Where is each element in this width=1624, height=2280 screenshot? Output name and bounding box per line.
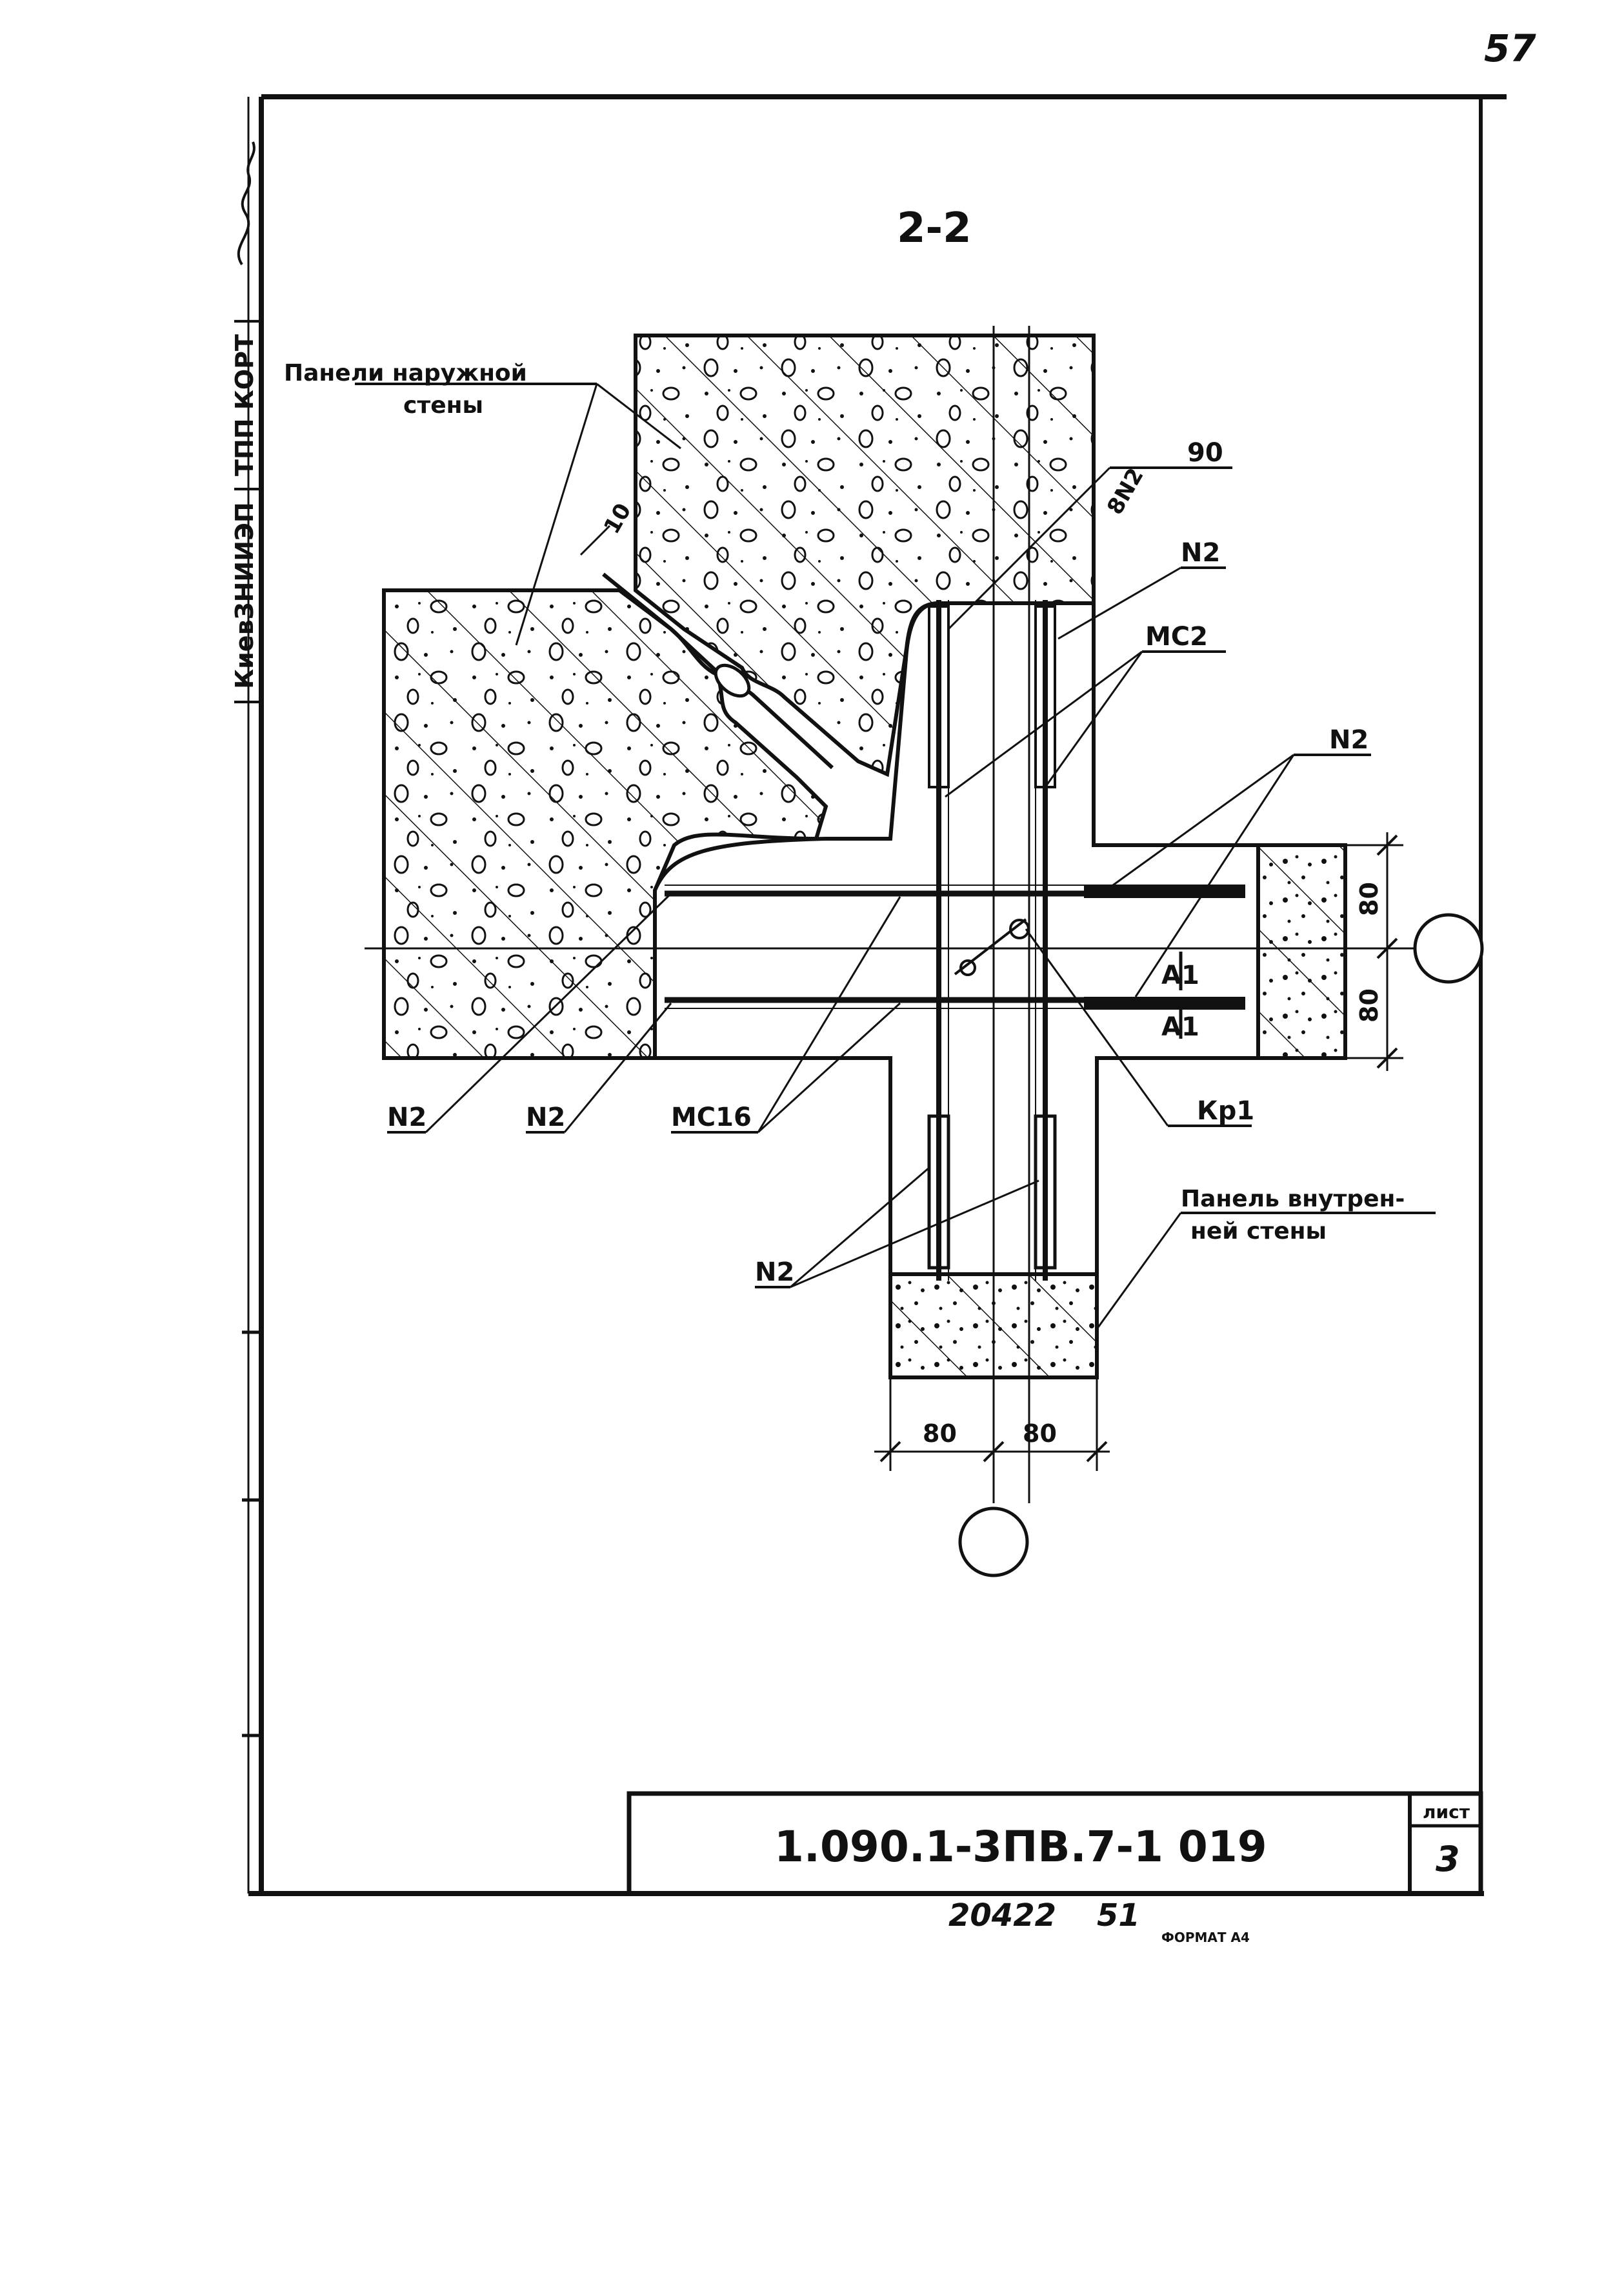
label-inner-panel-2: ней стены — [1190, 1218, 1327, 1245]
sheet-label: лист — [1423, 1801, 1470, 1823]
page-number: 57 — [1484, 26, 1536, 70]
label-mc2: МС2 — [1145, 622, 1208, 652]
right-panel-fragment — [1256, 843, 1347, 1060]
axis-marker-right — [1413, 913, 1484, 984]
label-outer-panels-2: стены — [403, 392, 483, 419]
label-gap: 10 — [599, 499, 636, 539]
axis-lines — [365, 326, 1419, 1503]
dimension-right-bottom: 80 — [1355, 988, 1383, 1023]
label-n2-right: N2 — [1329, 725, 1368, 755]
label-inner-panel-1: Панель внутрен- — [1181, 1186, 1405, 1212]
dimension-right-top: 80 — [1355, 882, 1383, 916]
label-a1-bottom: А1 — [1161, 1012, 1199, 1042]
label-mc16: МС16 — [671, 1103, 752, 1132]
dimension-bottom-right: 80 — [1023, 1419, 1057, 1448]
monolithic-joint — [653, 601, 1260, 1276]
dimension-lines — [874, 832, 1403, 1471]
label-angle-value: 90 — [1187, 438, 1223, 468]
archive-number: 20422 — [948, 1897, 1056, 1934]
outer-wall-panel-upper — [634, 334, 1096, 777]
label-outer-panels-1: Панели наружной — [284, 360, 527, 386]
archive-number-2: 51 — [1097, 1897, 1140, 1934]
label-a1-top: А1 — [1161, 961, 1199, 990]
sheet-number: 3 — [1436, 1839, 1460, 1879]
label-kr1: Кр1 — [1197, 1096, 1254, 1126]
label-angle-tag: 8N2 — [1102, 464, 1149, 519]
section-title: 2-2 — [897, 205, 972, 252]
signature — [237, 141, 256, 266]
label-n2-left: N2 — [387, 1103, 426, 1132]
label-n2-top: N2 — [1181, 538, 1220, 568]
label-n2-bottom: N2 — [755, 1257, 794, 1287]
leader-lines — [355, 383, 1436, 1330]
format-note: ФОРМАТ А4 — [1161, 1930, 1250, 1945]
label-n2-mid: N2 — [526, 1103, 565, 1132]
title-block — [627, 1791, 1483, 1896]
dimension-bottom-left: 80 — [923, 1419, 957, 1448]
reinforcement — [665, 600, 1245, 1281]
document-code: 1.090.1-3ПВ.7-1 019 — [774, 1822, 1267, 1872]
axis-marker-bottom — [958, 1506, 1029, 1577]
side-stamp: | КиевЗНИИЭП | ТПП КОРТ | — [230, 317, 259, 706]
